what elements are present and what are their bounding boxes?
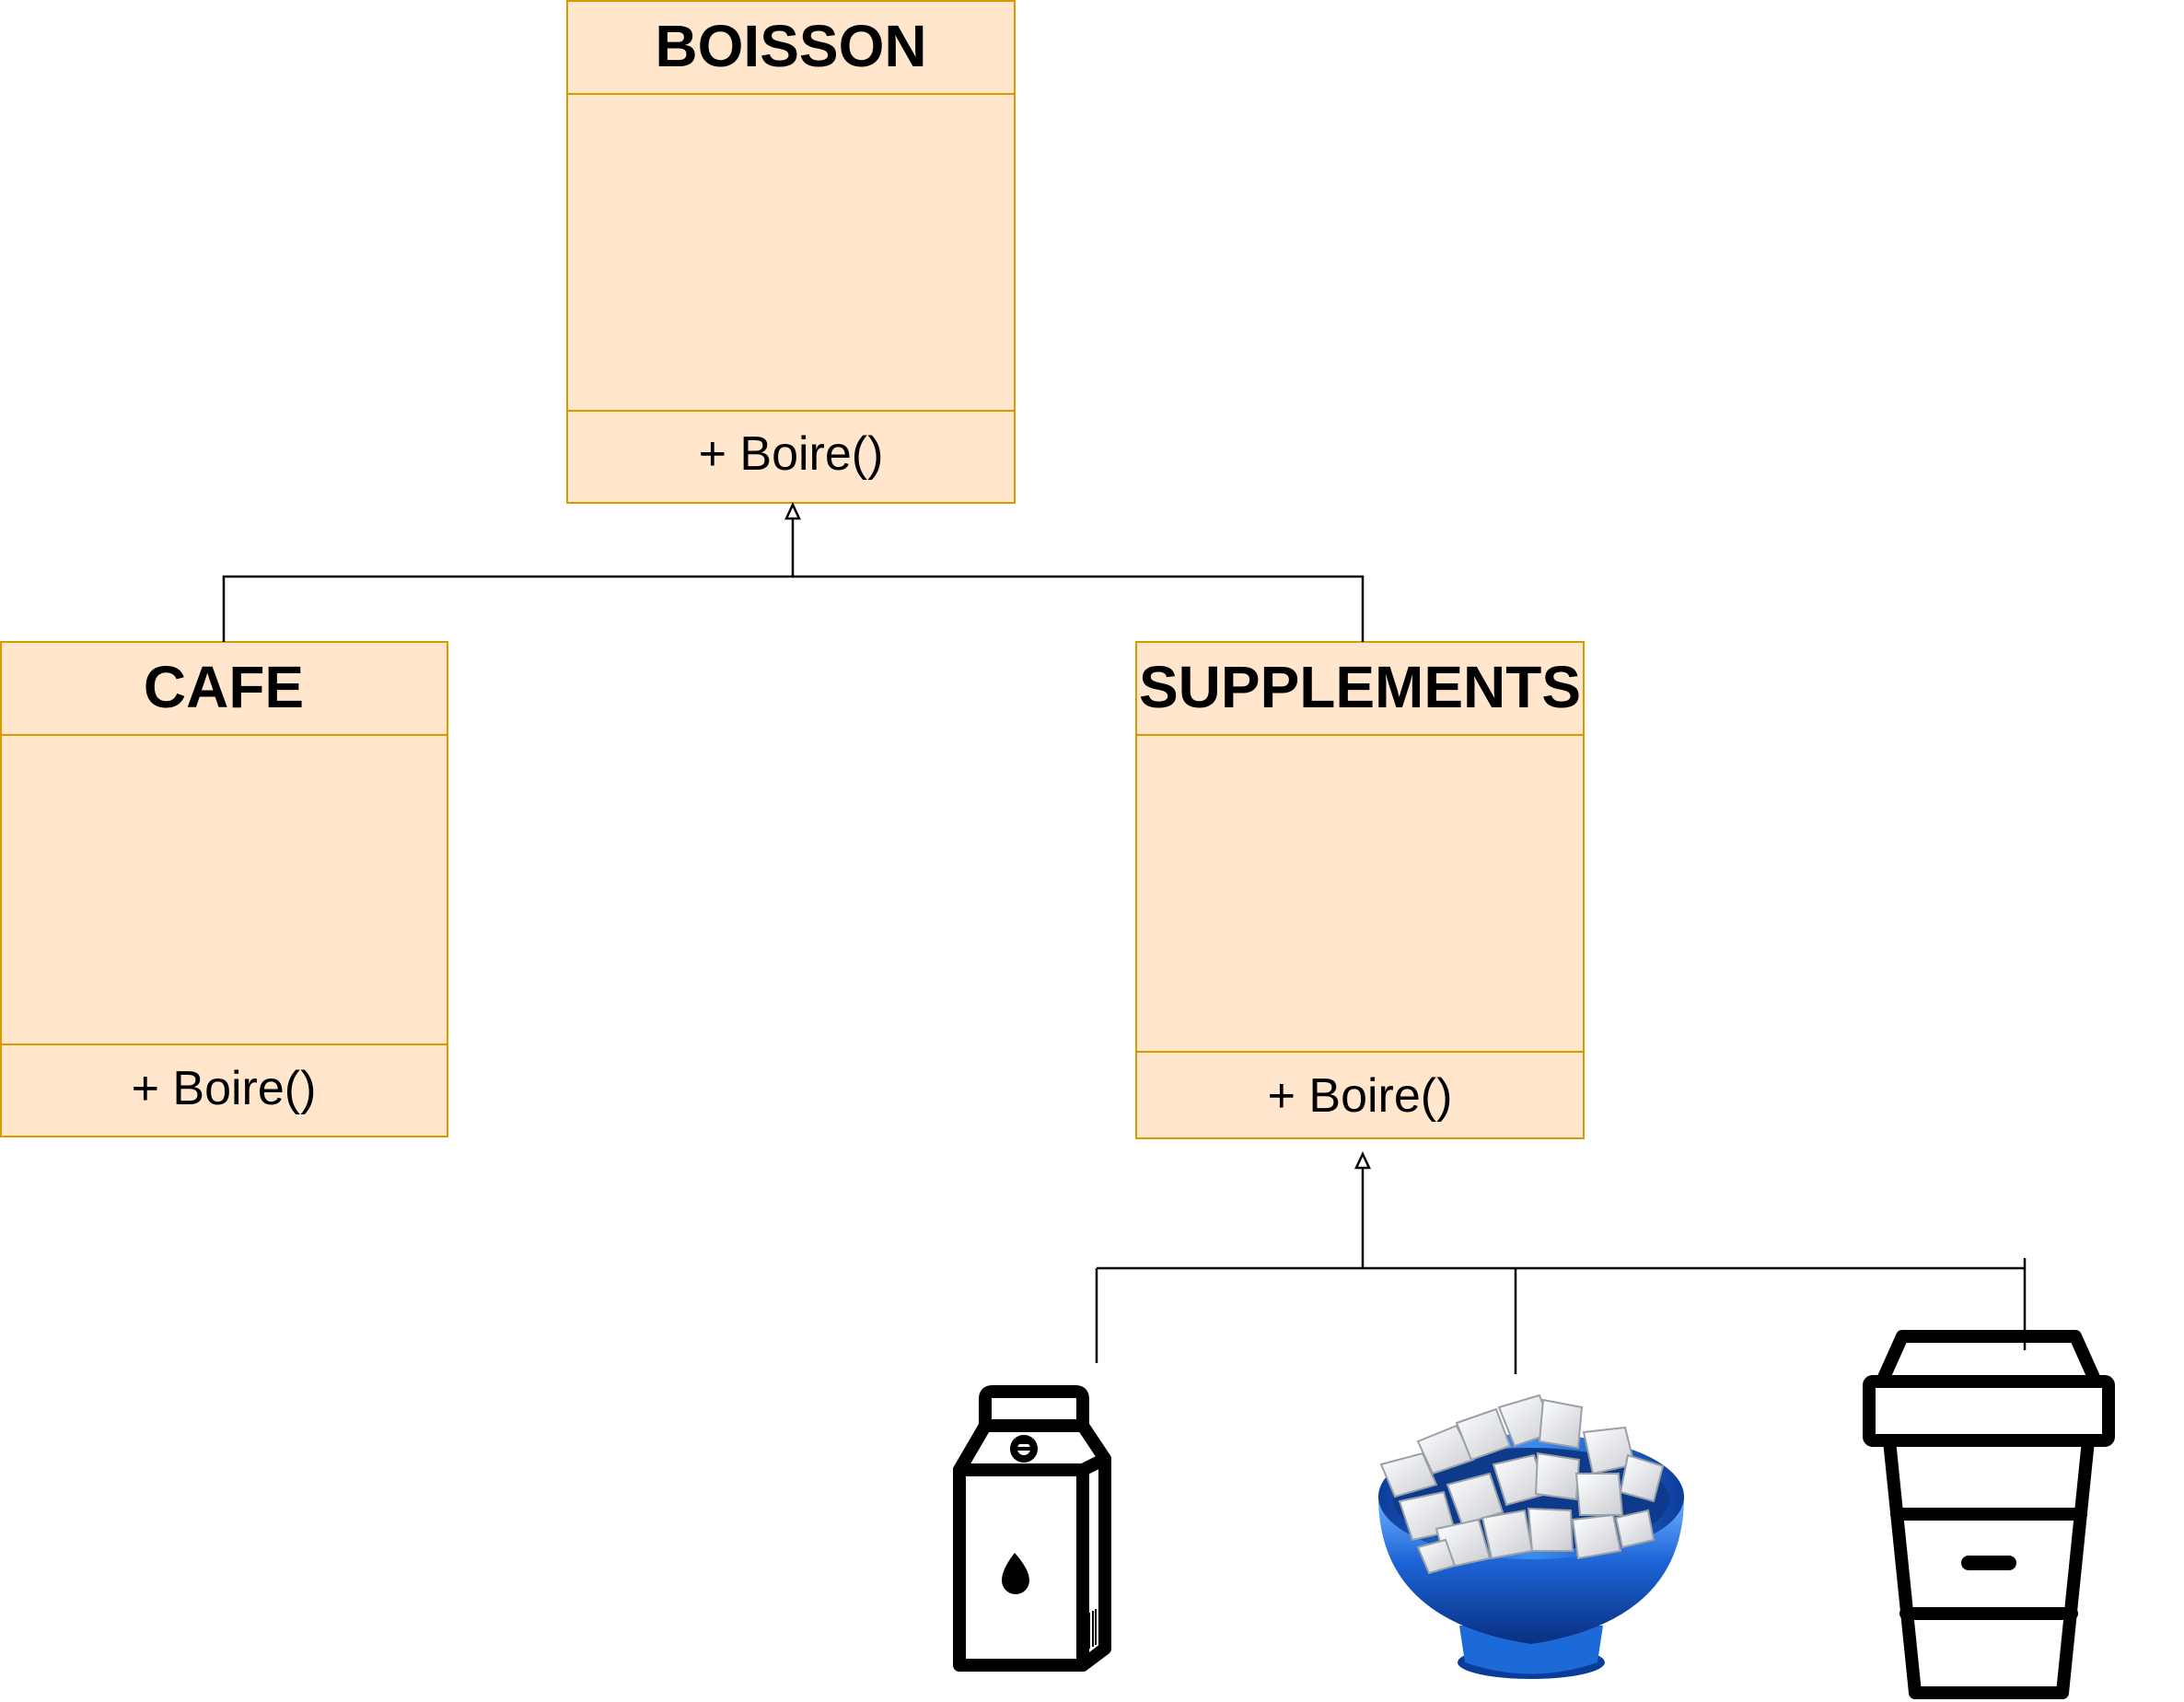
class-supplements-box [1135, 641, 1585, 1139]
connector-supplements-to-boisson [793, 575, 1365, 642]
generalization-arrow-supplements [1354, 1151, 1371, 1170]
class-cafe-box [0, 641, 448, 1137]
class-boisson-title: BOISSON [655, 13, 926, 79]
class-supplements-title: SUPPLEMENTS [1139, 654, 1581, 720]
generalization-arrow-boisson [784, 502, 801, 520]
inheritance-to-supplements [1095, 1151, 2027, 1374]
sugar-bowl-icon [1378, 1393, 1684, 1679]
connector-cafe-to-boisson [222, 519, 795, 642]
class-cafe-method: + Boire() [132, 1062, 317, 1115]
class-boisson[interactable]: BOISSON + Boire() [566, 0, 1016, 504]
class-cafe[interactable]: CAFE + Boire() [0, 641, 448, 1137]
class-supplements[interactable]: SUPPLEMENTS + Boire() [1135, 641, 1585, 1139]
class-cafe-title: CAFE [144, 654, 304, 720]
inheritance-to-boisson [222, 502, 1365, 642]
coffee-cup-icon [1863, 1330, 2115, 1699]
class-supplements-method: + Boire() [1268, 1069, 1453, 1123]
milk-carton-icon [953, 1385, 1111, 1672]
class-boisson-method: + Boire() [699, 427, 884, 481]
class-boisson-box [566, 0, 1016, 504]
